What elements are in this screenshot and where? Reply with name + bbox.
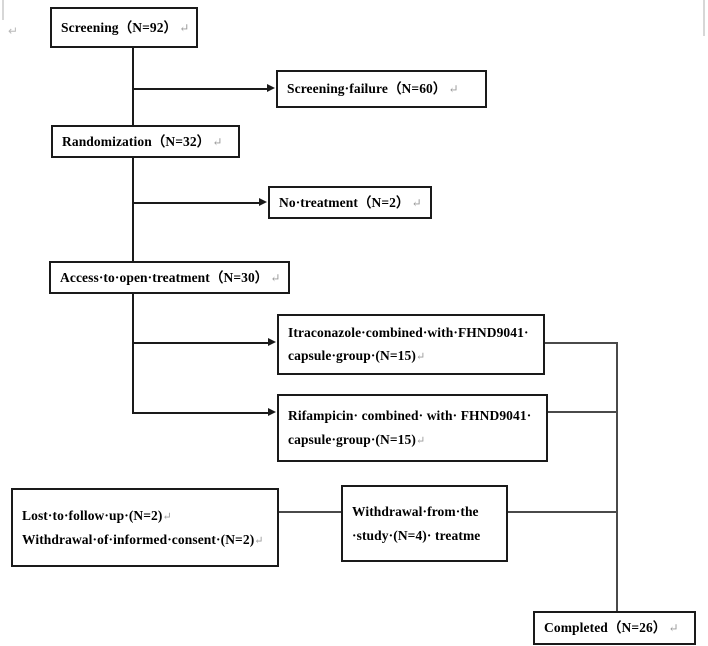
- page-edge-left: [2, 0, 4, 20]
- connector-to-no-treatment: [132, 202, 260, 204]
- node-itraconazole-group-line2: capsule·group·(N=15)↵: [288, 348, 426, 364]
- node-access-to-open-treatment[interactable]: Access·to·open·treatment（N=30）↵: [49, 261, 290, 294]
- paragraph-mark: ↵: [254, 534, 264, 547]
- connector-screening-to-randomization: [132, 47, 134, 125]
- collector-rail-vertical: [616, 342, 618, 614]
- node-withdrawal-from-study-line1: Withdrawal·from·the: [352, 503, 479, 519]
- connector-itraconazole-to-rail: [545, 342, 617, 344]
- node-rifampicin-group-line2: capsule·group·(N=15)↵: [288, 431, 426, 447]
- paragraph-mark: ↵: [415, 434, 426, 447]
- connector-access-to-groups: [132, 293, 134, 413]
- node-withdrawal-from-study[interactable]: Withdrawal·from·the ·study·(N=4)· treatm…: [341, 485, 508, 562]
- connector-to-rifampicin: [132, 412, 269, 414]
- node-itraconazole-group[interactable]: Itraconazole·combined·with·FHND9041· cap…: [277, 314, 545, 375]
- page-edge-right: [703, 0, 705, 36]
- paragraph-mark: ↵: [270, 270, 281, 285]
- node-screening[interactable]: Screening（N=92）↵: [50, 7, 198, 48]
- node-randomization[interactable]: Randomization（N=32）↵: [51, 125, 240, 158]
- paragraph-mark: ↵: [162, 510, 172, 523]
- node-itraconazole-group-line1: Itraconazole·combined·with·FHND9041·: [288, 324, 529, 340]
- node-screening-label: Screening（N=92）↵: [61, 19, 190, 35]
- paragraph-mark: ↵: [448, 82, 459, 97]
- arrowhead-no-treatment: [259, 198, 267, 206]
- node-no-treatment-label: No·treatment（N=2）↵: [279, 194, 422, 210]
- paragraph-mark: ↵: [415, 351, 426, 364]
- paragraph-mark: ↵: [179, 20, 190, 35]
- paragraph-mark: ↵: [668, 621, 679, 636]
- connector-to-screening-failure: [132, 88, 268, 90]
- node-losses[interactable]: Lost·to·follow·up·(N=2)↵ Withdrawal·of·i…: [11, 488, 279, 567]
- arrowhead-rifampicin: [268, 408, 276, 416]
- arrowhead-itraconazole: [268, 338, 276, 346]
- node-completed-label: Completed（N=26）↵: [544, 620, 679, 636]
- connector-losses-to-withdrawal: [279, 511, 341, 513]
- connector-randomization-to-access: [132, 158, 134, 263]
- node-losses-line2: Withdrawal·of·informed·consent·(N=2)↵: [22, 531, 264, 547]
- connector-withdrawal-to-rail: [508, 511, 618, 513]
- connector-to-itraconazole: [132, 342, 269, 344]
- arrowhead-screening-failure: [267, 84, 275, 92]
- node-screening-failure[interactable]: Screening·failure（N=60）↵: [276, 70, 487, 108]
- paragraph-mark: ↵: [212, 134, 223, 149]
- node-access-to-open-treatment-label: Access·to·open·treatment（N=30）↵: [60, 269, 281, 285]
- node-randomization-label: Randomization（N=32）↵: [62, 133, 223, 149]
- node-no-treatment[interactable]: No·treatment（N=2）↵: [268, 186, 432, 219]
- node-withdrawal-from-study-line2: ·study·(N=4)· treatme: [352, 527, 481, 543]
- node-rifampicin-group[interactable]: Rifampicin· combined· with· FHND9041· ca…: [277, 394, 548, 462]
- margin-paragraph-mark: ↵: [8, 24, 19, 38]
- node-rifampicin-group-line1: Rifampicin· combined· with· FHND9041·: [288, 408, 532, 424]
- connector-rifampicin-to-rail: [548, 411, 617, 413]
- node-losses-line1: Lost·to·follow·up·(N=2)↵: [22, 507, 172, 523]
- paragraph-mark: ↵: [411, 195, 422, 210]
- node-completed[interactable]: Completed（N=26）↵: [533, 611, 696, 645]
- node-screening-failure-label: Screening·failure（N=60）↵: [287, 81, 459, 97]
